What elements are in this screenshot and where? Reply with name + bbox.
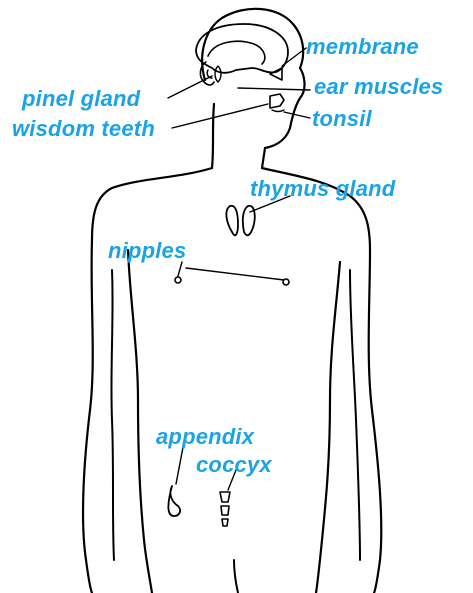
coccyx-segment-1: [220, 492, 230, 502]
label-ear-muscles: ear muscles: [314, 76, 443, 98]
brain-fold: [208, 41, 265, 64]
label-nipples: nipples: [108, 240, 186, 262]
left-shoulder-arm-outer: [83, 168, 212, 593]
skull-cavity: [196, 24, 288, 73]
wisdom-teeth-shape: [270, 94, 284, 108]
right-arm-inner: [350, 270, 360, 560]
label-membrane: membrane: [306, 36, 419, 58]
thymus-left-lobe: [226, 206, 238, 236]
label-tonsil: tonsil: [312, 108, 372, 130]
neck-left-outline: [212, 104, 214, 168]
leader-nipples: [186, 268, 284, 280]
label-wisdom-teeth: wisdom teeth: [12, 118, 155, 140]
leader-pinel-gland: [168, 76, 212, 98]
tonsil-shape: [272, 110, 284, 112]
right-torso-inner: [316, 262, 340, 593]
leader-tonsil: [284, 112, 310, 118]
label-appendix: appendix: [156, 426, 254, 448]
coccyx-segment-3: [222, 519, 228, 526]
label-thymus-gland: thymus gland: [250, 178, 395, 200]
leader-nipples-left: [178, 262, 182, 276]
crotch-line: [234, 560, 238, 593]
left-arm-inner: [111, 270, 114, 560]
right-shoulder-arm-outer: [262, 168, 381, 593]
coccyx-segment-2: [221, 506, 229, 515]
leader-wisdom-teeth: [172, 104, 268, 128]
left-torso-inner: [128, 250, 152, 593]
label-coccyx: coccyx: [196, 454, 272, 476]
ear-muscle-shape: [215, 66, 221, 82]
appendix-shape: [168, 486, 180, 516]
label-pinel-gland: pinel gland: [22, 88, 140, 110]
left-nipple: [175, 277, 181, 283]
leader-ear-muscles: [238, 88, 310, 90]
